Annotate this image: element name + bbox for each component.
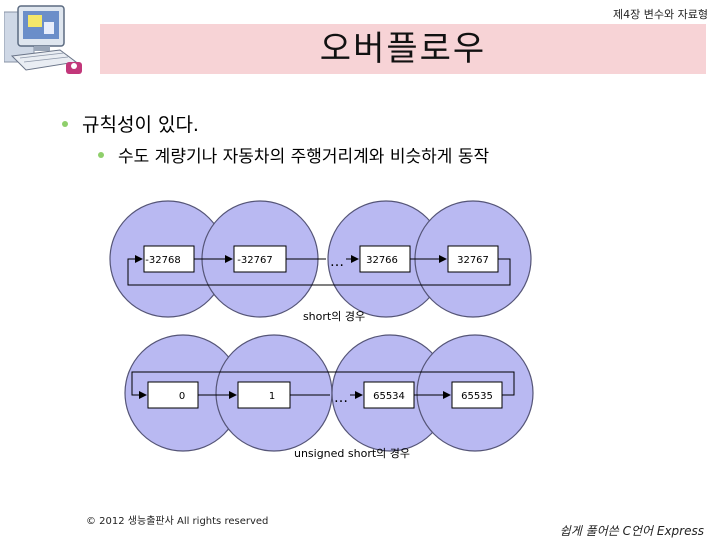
signed-value-3: 32767	[457, 255, 489, 266]
signed-value-2: 32766	[366, 255, 398, 266]
bullet-dot-icon	[98, 151, 104, 158]
unsigned-value-box	[147, 381, 199, 409]
slide-title: 오버플로우	[319, 29, 487, 69]
unsigned-row: 0 1 65534 65535 … unsigned short의 경우	[124, 334, 534, 460]
signed-value-box	[233, 245, 287, 273]
bullet-text: 규칙성이 있다.	[82, 114, 199, 136]
title-bar	[100, 24, 706, 74]
signed-value-0: -32768	[145, 255, 180, 266]
unsigned-value-0: 0	[179, 391, 185, 402]
signed-value-box	[359, 245, 411, 273]
wrap-around-arrow	[131, 371, 515, 399]
bullet-item: 규칙성이 있다.	[62, 110, 199, 137]
copyright-text: © 2012 생능출판사 All rights reserved	[86, 516, 269, 527]
computer-clipart-icon	[4, 5, 82, 74]
signed-caption: short의 경우	[303, 310, 365, 323]
ellipsis-label: …	[330, 254, 344, 270]
ellipsis-label: …	[334, 390, 348, 406]
unsigned-caption: unsigned short의 경우	[294, 447, 410, 460]
signed-value-1: -32767	[237, 255, 272, 266]
wrap-around-arrow	[127, 255, 511, 286]
unsigned-value-1: 1	[269, 391, 275, 402]
signed-row: -32768 -32767 32766 32767 … short의 경우	[109, 200, 532, 323]
sub-bullet-text: 수도 계량기나 자동차의 주행거리계와 비슷하게 동작	[118, 147, 490, 167]
footer-brand: 쉽게 풀어쓴 C언어 Express	[559, 524, 704, 538]
unsigned-value-2: 65534	[373, 391, 405, 402]
unsigned-value-box	[237, 381, 291, 409]
unsigned-value-3: 65535	[461, 391, 493, 402]
unsigned-value-box	[363, 381, 415, 409]
sub-bullet-item: 수도 계량기나 자동차의 주행거리계와 비슷하게 동작	[98, 142, 489, 167]
signed-value-box	[143, 245, 195, 273]
unsigned-value-box	[451, 381, 503, 409]
chapter-label: 제4장 변수와 자료형	[613, 8, 708, 21]
bullet-dot-icon	[62, 120, 68, 127]
